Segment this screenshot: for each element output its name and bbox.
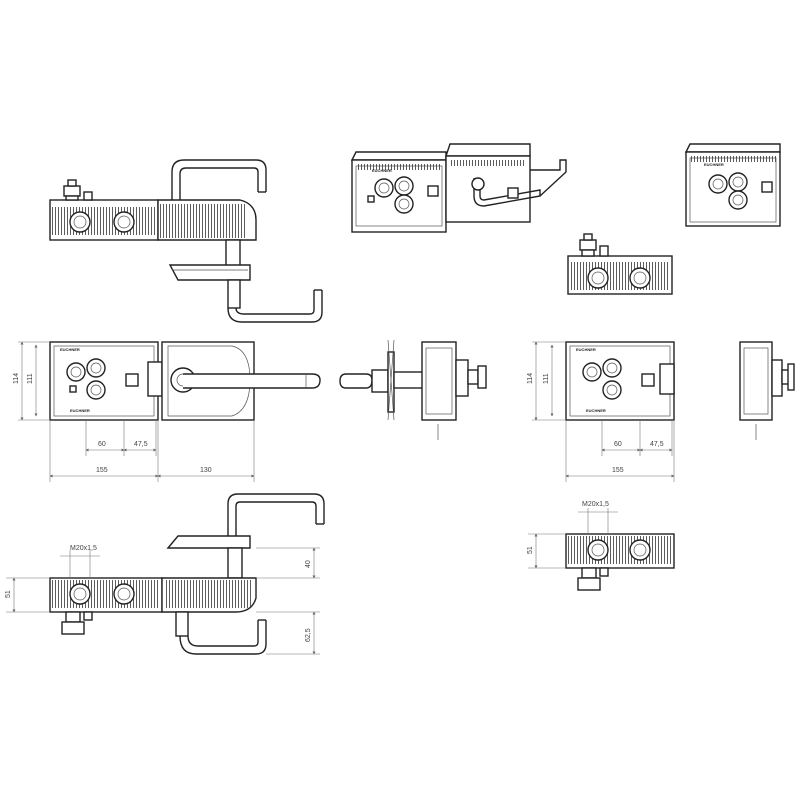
dim-front-width-right: 130: [200, 467, 212, 474]
front-handle-bar: [183, 373, 321, 389]
handle-upper: [171, 159, 267, 200]
side-handle-knob: [339, 373, 373, 389]
side-housing: [421, 341, 457, 421]
dim-front-height-inner: 111: [27, 373, 34, 384]
front-port-2: [86, 358, 106, 378]
port-2: [113, 211, 135, 233]
dim-front-small-spacing-a: 60: [614, 441, 622, 448]
bottom-port-2: [113, 583, 135, 605]
iso-brand-label: EUCHNER: [372, 168, 392, 173]
port-1: [69, 211, 91, 233]
dim-bottom-handle-down: 62,5: [305, 628, 312, 642]
view-iso-assembly: EUCHNER: [350, 143, 567, 233]
front-small-housing: [565, 341, 675, 421]
dim-front-small-width-left: 155: [612, 467, 624, 474]
view-bottom-small: M20x1,5 51: [527, 501, 675, 591]
view-side-assembly: [339, 339, 487, 440]
dim-front-small-height-inner: 111: [543, 373, 550, 384]
dim-front-small-spacing-b: 47,5: [650, 441, 664, 448]
view-iso-small: EUCHNER: [684, 143, 781, 227]
front-port-3: [86, 380, 106, 400]
dim-front-spacing-b: 47,5: [134, 441, 148, 448]
dim-front-height-outer: 114: [13, 373, 20, 384]
view-bottom-assembly: M20x1,5 51 40 62,5: [5, 493, 325, 655]
front-brand-label: EUCHNER: [60, 347, 80, 352]
side-small-housing: [739, 341, 773, 421]
emergency-button: [63, 185, 81, 197]
dim-bottom-small-thread: M20x1,5: [582, 501, 609, 508]
view-side-small: [739, 341, 795, 440]
dim-bottom-thread: M20x1,5: [70, 545, 97, 552]
dim-front-spacing-a: 60: [98, 441, 106, 448]
dim-bottom-handle-up: 40: [305, 560, 312, 568]
iso-small-brand-label: EUCHNER: [704, 162, 724, 167]
front-small-brand-bottom: EUCHNER: [586, 408, 606, 413]
front-housing-left: [49, 341, 159, 421]
bolt-plate: [168, 264, 251, 281]
view-top-left: [49, 159, 323, 323]
view-top-small: [567, 233, 673, 295]
front-brand-bottom: EUCHNER: [70, 408, 90, 413]
dim-bottom-height: 51: [5, 590, 12, 598]
dim-front-width-left: 155: [96, 467, 108, 474]
dim-bottom-small-height: 51: [527, 546, 534, 554]
bottom-handle-lower: [179, 620, 267, 655]
bottom-port-1: [69, 583, 91, 605]
iso-handle: [530, 159, 567, 197]
bottom-handle-upper: [227, 493, 325, 540]
iso-housing-right: [445, 155, 531, 223]
front-port-1: [66, 362, 86, 382]
dim-front-small-height-outer: 114: [527, 373, 534, 384]
bottom-bolt-plate: [166, 535, 251, 549]
view-front-small: EUCHNER EUCHNER 114 111 60 47,5 155: [527, 341, 675, 482]
front-small-brand-label: EUCHNER: [576, 347, 596, 352]
handle-lower: [227, 290, 323, 323]
view-front-assembly: EUCHNER EUCHNER 114 111 60 47,5: [13, 341, 321, 482]
